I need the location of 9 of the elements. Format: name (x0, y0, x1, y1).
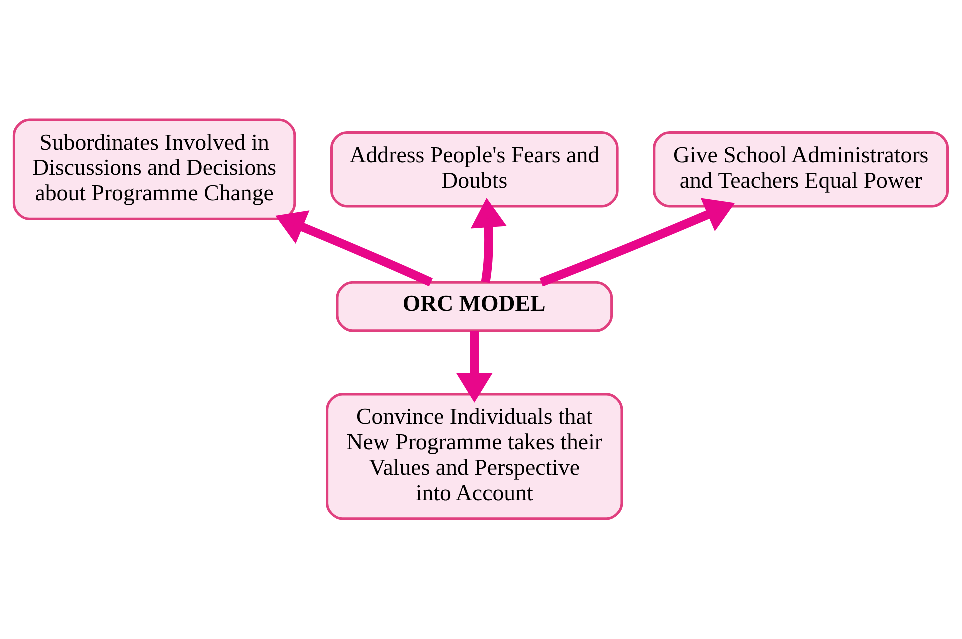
arrow (470, 198, 507, 284)
arrow (276, 210, 433, 287)
node-box: Convince Individuals that New Programme takes their Values and Perspective into Account (326, 393, 624, 520)
arrow (540, 198, 736, 287)
node-box: Address People's Fears and Doubts (330, 132, 619, 208)
node-box: Subordinates Involved in Discussions and Decisions about Programme Change (12, 118, 296, 220)
node-box: Give School Administrators and Teachers Equal Power (653, 132, 950, 208)
arrow (456, 331, 493, 403)
node-box: ORC MODEL (336, 281, 614, 332)
